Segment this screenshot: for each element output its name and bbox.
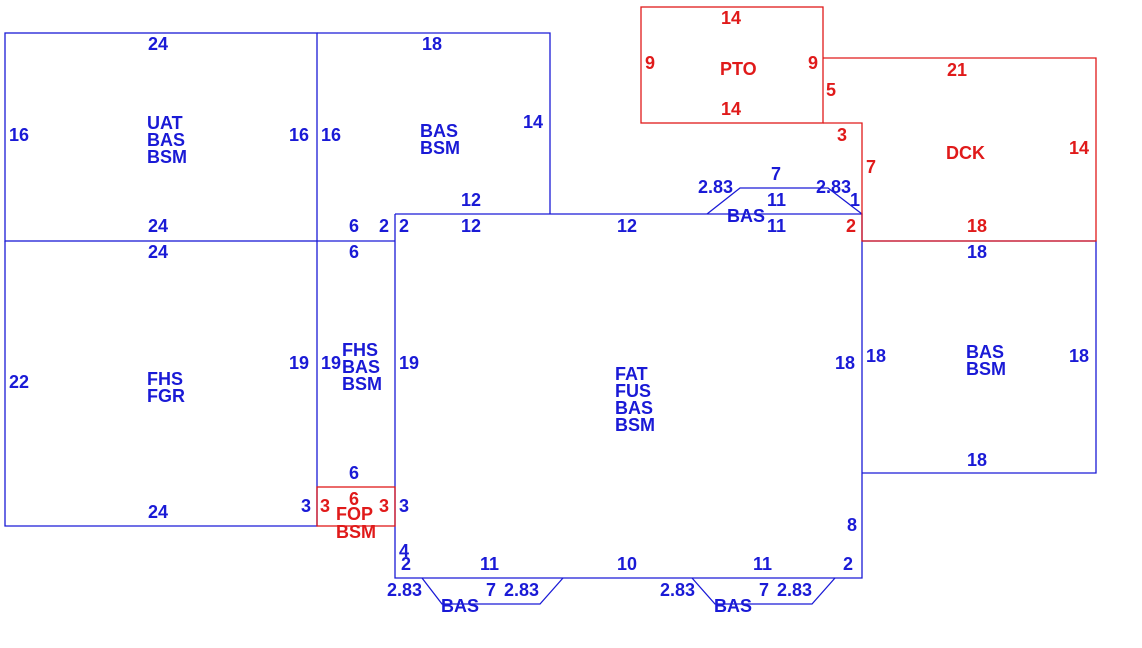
fat-label-3: BAS: [615, 398, 653, 418]
dim-fat-left-low: 3: [399, 496, 409, 516]
dim-dck-left2: 3: [837, 125, 847, 145]
dck-label: DCK: [946, 143, 985, 163]
fhs-fgr-label-1: FHS: [147, 369, 183, 389]
dim-mid-top: 6: [349, 216, 359, 236]
dim-uat-top: 24: [148, 34, 168, 54]
dim-east-top: 18: [967, 242, 987, 262]
dim-dck-bottom: 18: [967, 216, 987, 236]
bas-ne-outline: [317, 32, 551, 214]
dim-fop-right: 3: [379, 496, 389, 516]
dim-fat-bottom1: 11: [480, 554, 499, 574]
bas-east-label-2: BSM: [966, 359, 1006, 379]
fhs-fgr-label-2: FGR: [147, 386, 185, 406]
dim-fat-left-jog: 2: [399, 216, 409, 236]
dim-fat-top1: 12: [461, 216, 481, 236]
dim-fat-left-low2: 4: [399, 541, 409, 561]
blue-dimensions: 24 16 16 24 18 16 14 12 24 22 19 24 3 6 …: [9, 34, 1089, 600]
area-labels: UAT BAS BSM BAS BSM FHS FGR FHS BAS BSM …: [147, 59, 1006, 616]
dim-bay-br-w: 7: [759, 580, 769, 600]
fhs-mid-label-2: BAS: [342, 357, 380, 377]
uat-outline: [4, 32, 318, 242]
bay-br-label: BAS: [714, 596, 752, 616]
bas-east-label-1: BAS: [966, 342, 1004, 362]
dim-mid-right: 19: [399, 353, 419, 373]
dim-fhs-right: 19: [289, 353, 309, 373]
uat-label-1: UAT: [147, 113, 183, 133]
dim-bay-br-r: 2.83: [777, 580, 812, 600]
dim-bay-bl-l: 2.83: [387, 580, 422, 600]
dim-fat-bottom3: 11: [753, 554, 772, 574]
fat-label-4: BSM: [615, 415, 655, 435]
fop-label-1: FOP: [336, 504, 373, 524]
dim-bas-ne-right: 14: [523, 112, 543, 132]
dim-pto-right: 9: [808, 53, 818, 73]
fhs-mid-label-3: BSM: [342, 374, 382, 394]
fat-outline: [394, 213, 863, 579]
bay-bl-outline: [421, 577, 564, 605]
bas-ne-label-2: BSM: [420, 138, 460, 158]
bas-ne-label-1: BAS: [420, 121, 458, 141]
dim-fhs-bottom: 24: [148, 502, 168, 522]
fat-label-1: FAT: [615, 364, 648, 384]
fhs-mid-label-1: FHS: [342, 340, 378, 360]
dim-bay-top-w: 7: [771, 164, 781, 184]
fop-outline: [316, 486, 396, 527]
dim-fat-right-low: 8: [847, 515, 857, 535]
dim-fat-corner: 2: [846, 216, 856, 236]
dim-bas-ne-left: 16: [321, 125, 341, 145]
dim-bay-top-r: 2.83: [816, 177, 851, 197]
pto-outline: [640, 6, 824, 124]
dim-mid-bottom: 6: [349, 463, 359, 483]
dim-bay-br-l: 2.83: [660, 580, 695, 600]
dim-fat-top3: 11: [767, 216, 786, 236]
pto-label: PTO: [720, 59, 757, 79]
dim-uat-right: 16: [289, 125, 309, 145]
bay-top-label: BAS: [727, 206, 765, 226]
dim-fat-bottom2: 10: [617, 554, 637, 574]
dim-mid-top2: 6: [349, 242, 359, 262]
dim-fhs-left: 22: [9, 372, 29, 392]
red-dimensions: 14 9 9 14 21 5 3 7 14 18 2 6 3 3: [320, 8, 1089, 516]
dim-fat-top2: 12: [617, 216, 637, 236]
dim-mid-left: 19: [321, 353, 341, 373]
dim-east-right: 18: [1069, 346, 1089, 366]
dim-east-bottom: 18: [967, 450, 987, 470]
bay-br-outline: [691, 577, 836, 605]
dim-pto-bottom: 14: [721, 99, 741, 119]
dim-bay-top-side: 1: [850, 190, 860, 210]
dim-fat-bl: 2: [401, 554, 411, 574]
dim-east-left: 18: [866, 346, 886, 366]
dim-fat-right: 18: [835, 353, 855, 373]
fat-label-2: FUS: [615, 381, 651, 401]
dim-bas-ne-top: 18: [422, 34, 442, 54]
uat-label-3: BSM: [147, 147, 187, 167]
dim-pto-top: 14: [721, 8, 741, 28]
dck-outline: [823, 57, 1097, 242]
dim-bas-ne-bottom: 12: [461, 190, 481, 210]
uat-label-2: BAS: [147, 130, 185, 150]
dim-fop-top: 6: [349, 489, 359, 509]
dim-mid-jog: 2: [379, 216, 389, 236]
dim-fop-left: 3: [320, 496, 330, 516]
dim-dck-right: 14: [1069, 138, 1089, 158]
dim-bay-top-l: 2.83: [698, 177, 733, 197]
dim-dck-left3: 7: [866, 157, 876, 177]
dim-fat-br: 2: [843, 554, 853, 574]
dim-dck-left1: 5: [826, 80, 836, 100]
dim-dck-top: 21: [947, 60, 967, 80]
dim-bay-bl-r: 2.83: [504, 580, 539, 600]
dim-fhs-step: 3: [301, 496, 311, 516]
red-outlines: [316, 6, 1097, 527]
dim-uat-left: 16: [9, 125, 29, 145]
dim-bay-top-inner: 11: [767, 190, 786, 210]
bay-top-outline: [706, 187, 863, 215]
fop-label-2: BSM: [336, 522, 376, 542]
dim-bay-bl-w: 7: [486, 580, 496, 600]
dim-uat-bottom: 24: [148, 216, 168, 236]
bay-bl-label: BAS: [441, 596, 479, 616]
dim-fhs-top: 24: [148, 242, 168, 262]
dim-pto-left: 9: [645, 53, 655, 73]
